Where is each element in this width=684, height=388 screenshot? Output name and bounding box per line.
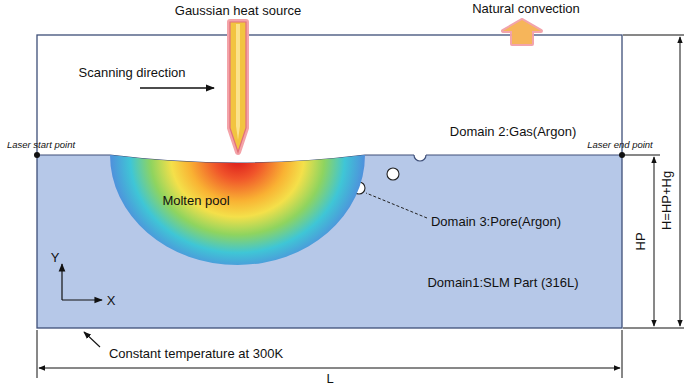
molten-pool: Molten pool (110, 155, 365, 267)
heat-source-beam (230, 22, 246, 152)
domain-label: Domain1:SLM Part (316L) (427, 276, 578, 291)
laser-start-dot (34, 152, 40, 158)
substrate-fill (37, 155, 622, 328)
domain-outline (37, 35, 622, 328)
annotation-label: L (326, 372, 333, 387)
annotation-label: X (107, 294, 116, 309)
convection-arrow-glow (503, 20, 541, 44)
dimension-line (39, 368, 620, 369)
pool-label: Molten pool (162, 194, 229, 209)
molten-pool-fill (110, 155, 365, 265)
dimension-label: H=HP+Hg (661, 170, 676, 229)
pore (387, 168, 399, 180)
y-axis (61, 264, 62, 300)
dimension-label: HP (634, 232, 649, 250)
annotation-label: Gaussian heat source (175, 4, 301, 19)
convection-arrow (503, 20, 541, 44)
extension-line (37, 330, 38, 378)
annotation-label: Constant temperature at 300K (109, 347, 283, 362)
callout-arrow (84, 332, 100, 347)
dimension-line (680, 37, 681, 326)
extension-line (624, 155, 660, 156)
domain-region: Domain 2:Gas(Argon) (37, 35, 622, 155)
annotation-label: Scanning direction (79, 66, 186, 81)
dimension-line (654, 157, 655, 326)
surface-pore (414, 155, 426, 161)
extension-line (622, 330, 623, 378)
beam-core (236, 24, 240, 140)
x-axis (62, 299, 102, 300)
domain-label: Domain 2:Gas(Argon) (450, 125, 576, 140)
beam-glow (230, 22, 246, 152)
extension-line (623, 35, 684, 36)
annotation-label: Natural convection (472, 2, 580, 17)
point-label: Laser end point (587, 140, 653, 151)
annotation-label: Y (51, 251, 60, 266)
point-label: Laser start point (7, 140, 75, 151)
leader-line (366, 193, 427, 218)
scan-arrow (140, 87, 214, 88)
annotation-label: Domain 3:Pore(Argon) (431, 215, 561, 230)
domain-region: Domain1:SLM Part (316L) Molten pool (37, 155, 622, 328)
molten-pool-shape (110, 155, 365, 267)
extension-line (623, 328, 684, 329)
